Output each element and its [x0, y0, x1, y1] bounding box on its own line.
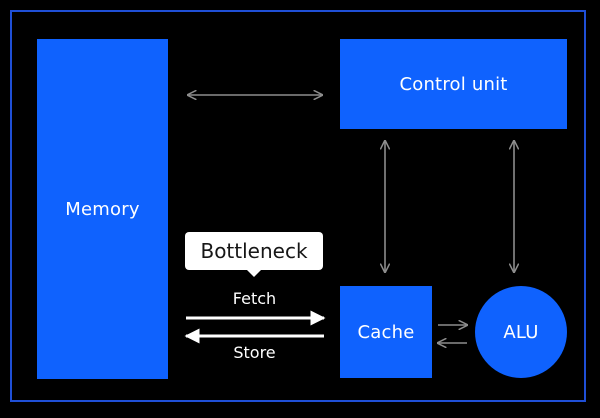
- memory-block: Memory: [37, 39, 168, 379]
- cache-block: Cache: [340, 286, 432, 378]
- bottleneck-callout: Bottleneck: [185, 232, 323, 277]
- memory-label: Memory: [65, 198, 140, 220]
- diagram-frame: [10, 10, 586, 402]
- store-label: Store: [233, 343, 276, 362]
- alu-label: ALU: [503, 321, 539, 343]
- alu-circle: ALU: [475, 286, 567, 378]
- control-unit-block: Control unit: [340, 39, 567, 129]
- control-unit-label: Control unit: [399, 73, 508, 95]
- cache-label: Cache: [357, 321, 415, 343]
- fetch-label: Fetch: [232, 289, 277, 308]
- bottleneck-label: Bottleneck: [200, 239, 308, 263]
